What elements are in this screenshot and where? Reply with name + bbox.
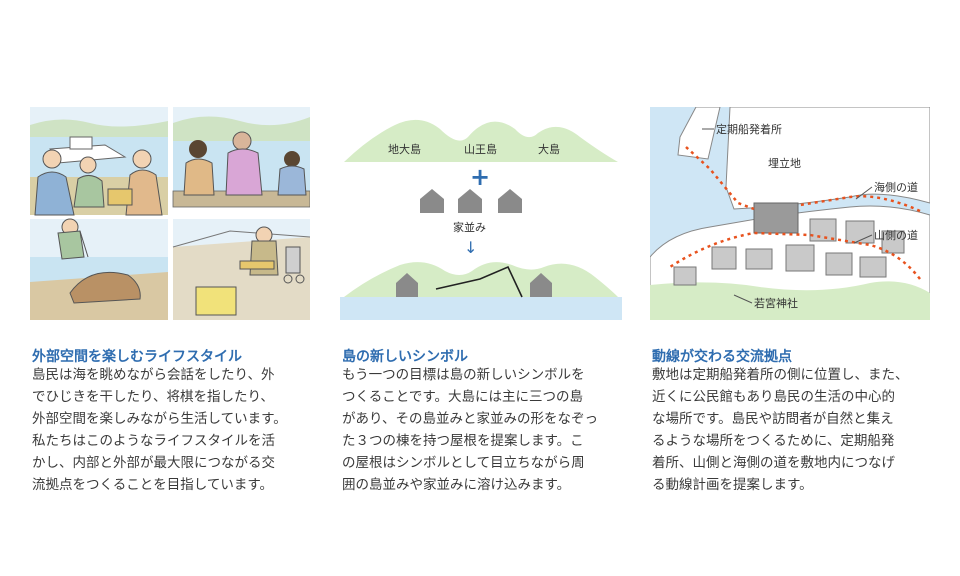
lifestyle-sketches (30, 107, 310, 320)
circulation-line: 敷地は定期船発着所の側に位置し、また、 (652, 367, 909, 383)
symbol-line: があり、その島並みと家並みの形をなぞっ (342, 411, 598, 427)
reclaimed-label: 埋立地 (768, 156, 801, 170)
lifestyle-line: 島民は海を眺めながら会話をしたり、外 (32, 367, 275, 383)
house-icon (396, 273, 418, 297)
circulation-routes (669, 146, 921, 280)
mountain-road-route (669, 231, 921, 280)
houses-row (420, 189, 522, 213)
plus-icon: + (470, 163, 490, 191)
ferry-pier (677, 107, 721, 160)
sea-band (340, 297, 622, 320)
sketch-shogi (172, 219, 310, 320)
circulation-line: る動線計画を提案します。 (652, 477, 813, 493)
mountain-road-label: 山側の道 (874, 228, 918, 242)
lifestyle-line: 外部空間を楽しみながら生活しています。 (32, 411, 287, 427)
shrine-label: 若宮神社 (754, 296, 798, 310)
island-label: 大島 (538, 142, 560, 156)
lifestyle-line: かし、内部と外部が最大限につながる交 (32, 455, 275, 471)
circulation-line: るような場所をつくるために、定期船発 (652, 433, 895, 449)
circulation-body: 敷地は定期船発着所の側に位置し、また、 近くに公民館もあり島民の生活の中心的 な… (652, 364, 909, 496)
house-icon (420, 189, 444, 213)
lifestyle-line: 私たちはこのようなライフスタイルを活 (32, 433, 275, 449)
island-label: 山王島 (464, 142, 497, 156)
circulation-heading: 動線が交わる交流拠点 (652, 349, 792, 365)
site-building (753, 202, 799, 234)
ferry-label: 定期船発着所 (716, 122, 782, 136)
symbol-line: もう一つの目標は島の新しいシンボルを (342, 367, 585, 383)
symbol-line: の屋根はシンボルとして目立ちながら周 (342, 455, 585, 471)
lifestyle-line: でひじきを干したり、将棋を指したり、 (32, 389, 274, 405)
arrow-down-icon: ↓ (464, 238, 477, 257)
sketch-bench (172, 107, 310, 208)
lifestyle-body: 島民は海を眺めながら会話をしたり、外 でひじきを干したり、将棋を指したり、 外部… (32, 364, 287, 496)
circulation-line: 近くに公民館もあり島民の生活の中心的 (652, 389, 895, 405)
house-icon (530, 273, 552, 297)
houses-label: 家並み (453, 220, 486, 234)
sketch-hijiki (30, 218, 168, 320)
sketch-sea-talk (30, 107, 168, 216)
symbol-line: 囲の島並みや家並みに溶け込みます。 (342, 477, 571, 493)
site-map: 定期船発着所 埋立地 海側の道 山側の道 若宮神社 (650, 107, 930, 320)
island-silhouettes (344, 119, 618, 162)
proposed-roof-line (435, 265, 523, 298)
sea-road-route (799, 195, 921, 213)
symbol-body: もう一つの目標は島の新しいシンボルを つくることです。大島には主に三つの島 があ… (342, 364, 598, 496)
ferry-route (685, 146, 755, 211)
symbol-diagram: 地大島 山王島 大島 + 家並み ↓ (340, 119, 622, 320)
lifestyle-line: 流拠点をつくることを目指しています。 (32, 477, 273, 493)
combined-roof-silhouette (344, 262, 618, 297)
lifestyle-heading: 外部空間を楽しむライフスタイル (32, 349, 242, 365)
sea-road-label: 海側の道 (874, 180, 918, 194)
symbol-line: た３つの棟を持つ屋根を提案します。こ (342, 433, 584, 449)
hill-area (650, 281, 930, 320)
circulation-line: 着所、山側と海側の道を敷地内につなげ (652, 455, 895, 471)
island-label: 地大島 (388, 142, 421, 156)
house-icon (498, 189, 522, 213)
symbol-heading: 島の新しいシンボル (342, 349, 468, 365)
circulation-line: な場所です。島民や訪問者が自然と集え (652, 411, 894, 427)
house-icon (458, 189, 482, 213)
symbol-line: つくることです。大島には主に三つの島 (342, 389, 583, 405)
